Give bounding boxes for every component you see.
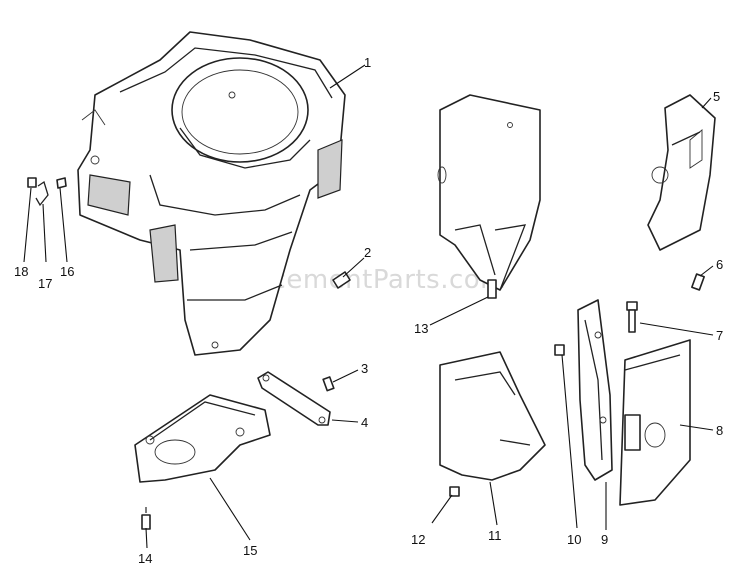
part-7-bolt xyxy=(626,301,638,333)
part-14-screw xyxy=(141,507,151,530)
part-3-screw xyxy=(322,376,335,392)
callout-12: 12 xyxy=(411,532,425,547)
callout-5: 5 xyxy=(713,89,720,104)
part-9-bracket xyxy=(577,299,613,481)
part-10-screw xyxy=(554,344,565,356)
callout-11: 11 xyxy=(488,528,502,543)
part-4-strap xyxy=(257,371,331,426)
callout-4: 4 xyxy=(361,415,368,430)
callout-6: 6 xyxy=(716,257,723,272)
part-18-screw xyxy=(27,177,37,188)
part-2-screw xyxy=(332,271,351,289)
callout-16: 16 xyxy=(60,264,74,279)
part-1-blower-housing xyxy=(77,31,346,356)
callout-7: 7 xyxy=(716,328,723,343)
callout-3: 3 xyxy=(361,361,368,376)
callout-13: 13 xyxy=(414,321,428,336)
callout-1: 1 xyxy=(364,55,371,70)
part-12-screw xyxy=(449,486,460,497)
part-5-side-baffle xyxy=(647,94,716,251)
callout-15: 15 xyxy=(243,543,257,558)
part-17-clip xyxy=(35,180,49,207)
part-11-lower-baffle xyxy=(439,351,546,481)
part-6-screw xyxy=(691,273,705,291)
callout-9: 9 xyxy=(601,532,608,547)
callout-14: 14 xyxy=(138,551,152,566)
callout-17: 17 xyxy=(38,276,52,291)
callout-2: 2 xyxy=(364,245,371,260)
callout-labels: 1 2 3 4 5 6 7 8 9 10 11 12 13 14 15 16 1… xyxy=(14,55,723,566)
part-8-side-panel xyxy=(619,339,691,506)
callout-8: 8 xyxy=(716,423,723,438)
callout-10: 10 xyxy=(567,532,581,547)
part-13-baffle xyxy=(437,94,541,299)
callout-18: 18 xyxy=(14,264,28,279)
part-15-lower-shroud xyxy=(134,394,271,483)
part-16-nut xyxy=(56,177,67,189)
leader-lines xyxy=(23,64,714,549)
